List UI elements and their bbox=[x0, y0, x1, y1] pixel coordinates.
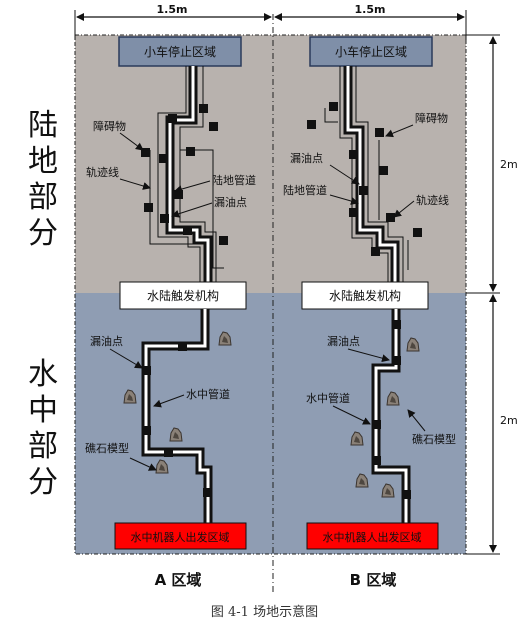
water-area-left bbox=[75, 293, 273, 554]
label-obstacle-b: 障碍物 bbox=[415, 111, 448, 125]
zone-title-b: B 区域 bbox=[350, 571, 397, 589]
land-area-right bbox=[273, 35, 466, 293]
stop-area-label-a: 小车停止区域 bbox=[144, 44, 216, 59]
label-track-a: 轨迹线 bbox=[86, 165, 119, 179]
label-track-b: 轨迹线 bbox=[416, 193, 449, 207]
leak-points-water-b bbox=[372, 320, 411, 499]
dimension-top-right: 1.5m bbox=[355, 3, 386, 16]
label-land-pipe-b: 陆地管道 bbox=[283, 183, 327, 197]
side-label-water: 水 中 部 分 bbox=[28, 357, 58, 500]
label-obstacle-a: 障碍物 bbox=[93, 119, 126, 133]
land-pipe-b bbox=[343, 66, 400, 282]
svg-text:分: 分 bbox=[28, 216, 58, 251]
launch-area-label-b: 水中机器人出发区域 bbox=[323, 530, 422, 544]
zone-b: 小车停止区域 障碍物 漏油点 陆地管道 bbox=[283, 36, 456, 589]
zone-a: 小车停止区域 障碍物 轨迹线 bbox=[85, 36, 256, 589]
label-leak-land-b: 漏油点 bbox=[290, 151, 323, 165]
zone-title-a: A 区域 bbox=[155, 571, 202, 589]
leak-points-water-a bbox=[142, 342, 212, 497]
svg-text:分: 分 bbox=[28, 465, 58, 500]
launch-area-a bbox=[114, 522, 247, 550]
label-reef-a: 礁石模型 bbox=[85, 441, 129, 455]
svg-text:部: 部 bbox=[28, 180, 58, 215]
trigger-label-b: 水陆触发机构 bbox=[329, 288, 401, 303]
dimension-top-left: 1.5m bbox=[157, 3, 188, 16]
label-water-pipe-b: 水中管道 bbox=[306, 391, 350, 405]
stop-area-a bbox=[118, 36, 242, 67]
svg-text:水: 水 bbox=[28, 357, 58, 392]
label-leak-water-b: 漏油点 bbox=[327, 334, 360, 348]
launch-area-b bbox=[306, 522, 439, 550]
svg-text:中: 中 bbox=[28, 393, 58, 428]
trigger-b bbox=[301, 281, 429, 310]
svg-text:陆: 陆 bbox=[28, 108, 58, 143]
dimension-land-height: 2m bbox=[500, 158, 518, 171]
stop-area-b bbox=[309, 36, 433, 67]
svg-text:部: 部 bbox=[28, 429, 58, 464]
trigger-a bbox=[119, 281, 247, 310]
label-reef-b: 礁石模型 bbox=[412, 432, 456, 446]
obstacles-b bbox=[307, 102, 422, 256]
launch-area-label-a: 水中机器人出发区域 bbox=[131, 530, 230, 544]
side-label-land: 陆 地 部 分 bbox=[28, 108, 58, 251]
label-leak-land-a: 漏油点 bbox=[214, 195, 247, 209]
stop-area-label-b: 小车停止区域 bbox=[335, 44, 407, 59]
obstacles-a bbox=[141, 104, 228, 245]
label-leak-water-a: 漏油点 bbox=[90, 334, 123, 348]
track-lines-a bbox=[149, 66, 224, 282]
trigger-label-a: 水陆触发机构 bbox=[147, 288, 219, 303]
label-land-pipe-a: 陆地管道 bbox=[212, 173, 256, 187]
track-lines-b bbox=[324, 66, 409, 282]
label-water-pipe-a: 水中管道 bbox=[186, 387, 230, 401]
dimension-water-height: 2m bbox=[500, 414, 518, 427]
figure-caption: 图 4-1 场地示意图 bbox=[210, 605, 319, 620]
field-border bbox=[74, 34, 467, 555]
svg-text:地: 地 bbox=[28, 144, 58, 179]
